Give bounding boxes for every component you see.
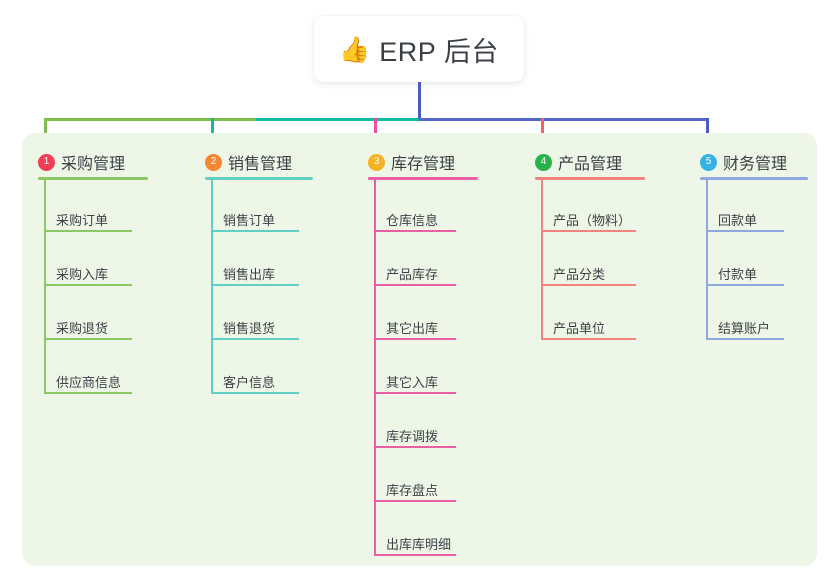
branch-spine-inventory	[374, 180, 376, 554]
leaf-node-sales-3[interactable]: 销售退货	[223, 321, 276, 336]
root-node-card[interactable]: 👍 ERP 后台	[314, 16, 524, 82]
leaf-node-finance-1[interactable]: 回款单	[718, 213, 758, 228]
branch-number-badge-product: 4	[535, 153, 552, 171]
leaf-node-rule-inventory-2	[374, 284, 456, 286]
branch-header-rule-inventory	[368, 177, 478, 180]
root-stem	[418, 82, 421, 120]
branch-title-sales: 销售管理	[228, 156, 293, 173]
leaf-node-purchase-1[interactable]: 采购订单	[56, 213, 109, 228]
leaf-node-rule-sales-2	[211, 284, 299, 286]
connector-bar-blue	[419, 118, 708, 121]
branch-header-sales[interactable]: 2 销售管理	[205, 150, 292, 174]
leaf-node-purchase-2[interactable]: 采购入库	[56, 267, 109, 282]
branch-header-rule-finance	[700, 177, 808, 180]
leaf-node-rule-inventory-7	[374, 554, 456, 556]
branch-title-finance: 财务管理	[723, 156, 788, 173]
branch-spine-finance	[706, 180, 708, 338]
leaf-node-rule-product-1	[541, 230, 636, 232]
thumbs-up-icon: 👍	[339, 34, 371, 64]
leaf-node-rule-inventory-5	[374, 446, 456, 448]
branch-spine-product	[541, 180, 543, 338]
leaf-node-rule-finance-2	[706, 284, 784, 286]
branch-title-inventory: 库存管理	[391, 156, 456, 173]
leaf-node-rule-finance-3	[706, 338, 784, 340]
branch-header-rule-sales	[205, 177, 313, 180]
leaf-node-rule-sales-3	[211, 338, 299, 340]
branch-spine-purchase	[44, 180, 46, 392]
leaf-node-rule-product-3	[541, 338, 636, 340]
leaf-node-rule-sales-4	[211, 392, 299, 394]
leaf-node-sales-1[interactable]: 销售订单	[223, 213, 276, 228]
leaf-node-sales-4[interactable]: 客户信息	[223, 375, 276, 390]
leaf-node-rule-inventory-4	[374, 392, 456, 394]
branch-header-rule-product	[535, 177, 645, 180]
leaf-node-rule-inventory-6	[374, 500, 456, 502]
leaf-node-rule-product-2	[541, 284, 636, 286]
branch-number-badge-inventory: 3	[368, 153, 385, 171]
leaf-node-sales-2[interactable]: 销售出库	[223, 267, 276, 282]
leaf-node-inventory-1[interactable]: 仓库信息	[386, 213, 439, 228]
branch-number-badge-purchase: 1	[38, 153, 55, 171]
leaf-node-product-2[interactable]: 产品分类	[553, 267, 606, 282]
branch-spine-sales	[211, 180, 213, 392]
branch-header-purchase[interactable]: 1 采购管理	[38, 150, 125, 174]
leaf-node-product-1[interactable]: 产品（物料）	[553, 213, 632, 228]
connector-bar-green	[44, 118, 256, 121]
leaf-node-rule-purchase-1	[44, 230, 132, 232]
leaf-node-rule-inventory-1	[374, 230, 456, 232]
branch-header-product[interactable]: 4 产品管理	[535, 150, 622, 174]
connector-bar-teal	[256, 118, 419, 121]
leaf-node-inventory-5[interactable]: 库存调拨	[386, 429, 439, 444]
branch-header-finance[interactable]: 5 财务管理	[700, 150, 787, 174]
leaf-node-purchase-3[interactable]: 采购退货	[56, 321, 109, 336]
leaf-node-inventory-6[interactable]: 库存盘点	[386, 483, 439, 498]
leaf-node-rule-purchase-4	[44, 392, 132, 394]
branch-header-rule-purchase	[38, 177, 148, 180]
leaf-node-purchase-4[interactable]: 供应商信息	[56, 375, 122, 390]
branch-title-purchase: 采购管理	[61, 156, 126, 173]
leaf-node-rule-purchase-2	[44, 284, 132, 286]
leaf-node-rule-purchase-3	[44, 338, 132, 340]
leaf-node-inventory-7[interactable]: 出库库明细	[386, 537, 452, 552]
root-node-content: 👍 ERP 后台	[339, 30, 499, 69]
branches-panel	[22, 133, 817, 566]
leaf-node-product-3[interactable]: 产品单位	[553, 321, 606, 336]
leaf-node-finance-2[interactable]: 付款单	[718, 267, 758, 282]
branch-number-badge-sales: 2	[205, 153, 222, 171]
leaf-node-inventory-3[interactable]: 其它出库	[386, 321, 439, 336]
root-node-title: ERP 后台	[379, 36, 499, 67]
branch-number-badge-finance: 5	[700, 153, 717, 171]
branch-header-inventory[interactable]: 3 库存管理	[368, 150, 455, 174]
leaf-node-inventory-4[interactable]: 其它入库	[386, 375, 439, 390]
leaf-node-rule-finance-1	[706, 230, 784, 232]
leaf-node-finance-3[interactable]: 结算账户	[718, 321, 771, 336]
leaf-node-rule-sales-1	[211, 230, 299, 232]
branch-title-product: 产品管理	[558, 156, 623, 173]
leaf-node-inventory-2[interactable]: 产品库存	[386, 267, 439, 282]
leaf-node-rule-inventory-3	[374, 338, 456, 340]
